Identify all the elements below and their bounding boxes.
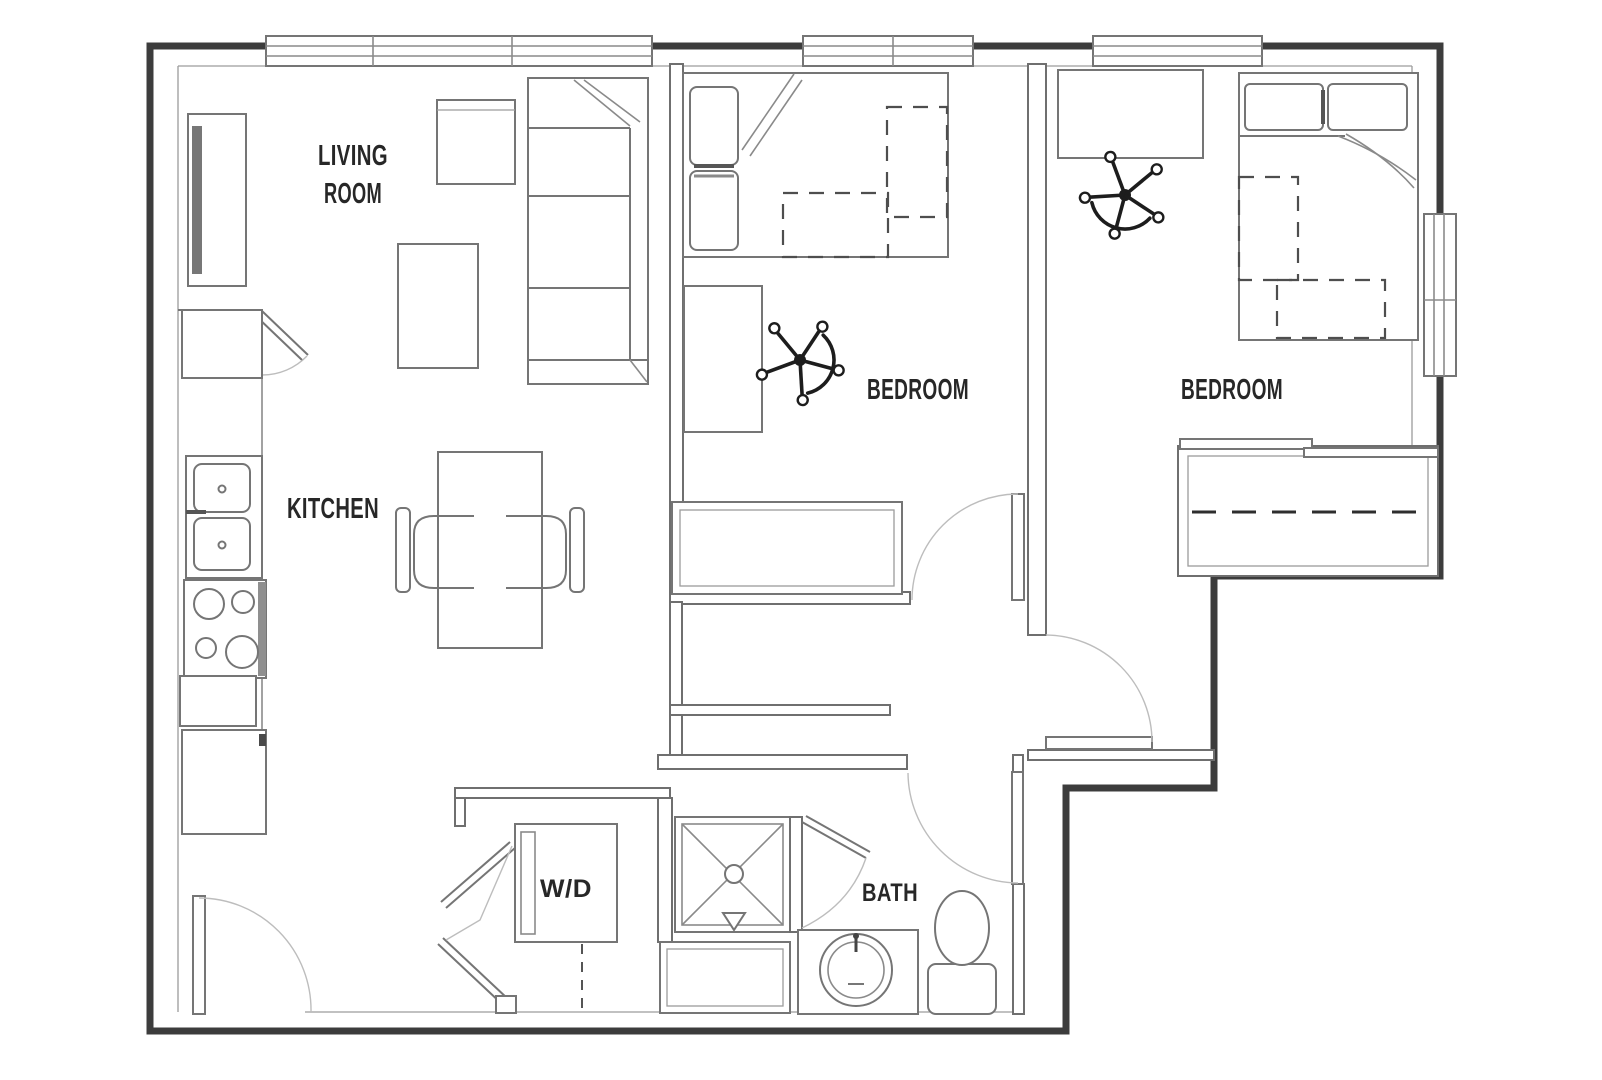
- wall-between-bedrooms: [1027, 63, 1047, 636]
- dining-table: [437, 451, 543, 649]
- bath-vanity: [797, 929, 919, 1015]
- bath-area: [659, 815, 997, 1015]
- wd-area: [514, 823, 618, 1012]
- bedroom-right-door: [1045, 634, 1153, 750]
- windows: [265, 35, 1457, 377]
- wall-hall-band: [669, 704, 891, 716]
- bedroom-left-label: BEDROOM: [867, 374, 969, 406]
- dining-chair-left: [395, 507, 474, 593]
- entry-door: [192, 895, 312, 1015]
- shower-head-icon: [721, 912, 747, 932]
- closet-right: [1177, 438, 1439, 577]
- tv-console: [187, 113, 247, 287]
- refrigerator: [181, 729, 267, 835]
- pantry-corner-door: [255, 310, 309, 376]
- room-labels: LIVING ROOM KITCHEN BEDROOM BEDROOM BATH…: [287, 140, 1283, 907]
- wall-wd-closet-right: [657, 797, 673, 943]
- wall-hall-stub: [669, 601, 683, 756]
- closet-slider-door-right: [1303, 447, 1439, 458]
- doors: [192, 310, 1153, 1015]
- shower-wall-stub: [789, 816, 803, 933]
- bath-label: BATH: [862, 879, 918, 907]
- bath-door: [907, 771, 1024, 885]
- washer-dryer-unit: [514, 823, 618, 943]
- shower-glass-door: [801, 821, 867, 859]
- bed-left: [682, 72, 949, 259]
- wall-wd-closet-top: [454, 787, 671, 799]
- wd-closet-jamb: [454, 797, 466, 827]
- coffee-table: [397, 243, 479, 369]
- pantry-cabinet: [178, 309, 263, 379]
- tv-icon: [192, 126, 202, 274]
- bath-cabinet: [659, 941, 791, 1014]
- bath-door-jamb: [1012, 754, 1024, 773]
- stove: [183, 579, 267, 679]
- closet-left: [671, 501, 903, 595]
- kitchen-cabinet: [179, 675, 257, 727]
- living-room-area: [187, 77, 649, 385]
- dining-chair-right: [506, 507, 585, 593]
- kitchen-sink: [185, 455, 263, 579]
- kitchen-area: [178, 309, 267, 835]
- living-room-label-line1: LIVING: [318, 140, 388, 172]
- shower: [674, 815, 871, 933]
- bedroom-left-window: [802, 35, 974, 67]
- armchair: [436, 99, 516, 185]
- toilet: [927, 890, 997, 1015]
- desk-right: [1057, 69, 1204, 159]
- bedroom-right-area: [1057, 69, 1439, 577]
- bedroom-right-window: [1092, 35, 1263, 67]
- side-window: [1423, 213, 1457, 377]
- wall-hall-south: [1027, 749, 1215, 761]
- bedroom-left-area: [671, 72, 949, 595]
- bed-right: [1237, 72, 1419, 341]
- desk-left: [683, 285, 763, 433]
- wall-bath-east: [1012, 883, 1025, 1015]
- sofa: [527, 77, 649, 385]
- closet-slider-door-left: [1179, 438, 1313, 450]
- living-room-label-line2: ROOM: [324, 178, 382, 210]
- wd-label: W/D: [540, 875, 592, 903]
- living-room-window: [265, 35, 653, 67]
- bedroom-right-label: BEDROOM: [1181, 374, 1283, 406]
- wd-bifold-doors: [437, 841, 517, 1014]
- shower-drain-icon: [724, 864, 744, 884]
- kitchen-label: KITCHEN: [287, 493, 379, 525]
- wall-bath-north: [657, 754, 908, 770]
- fridge-handle-icon: [259, 734, 266, 746]
- dining-set: [395, 451, 585, 649]
- bedroom-left-door: [911, 493, 1025, 601]
